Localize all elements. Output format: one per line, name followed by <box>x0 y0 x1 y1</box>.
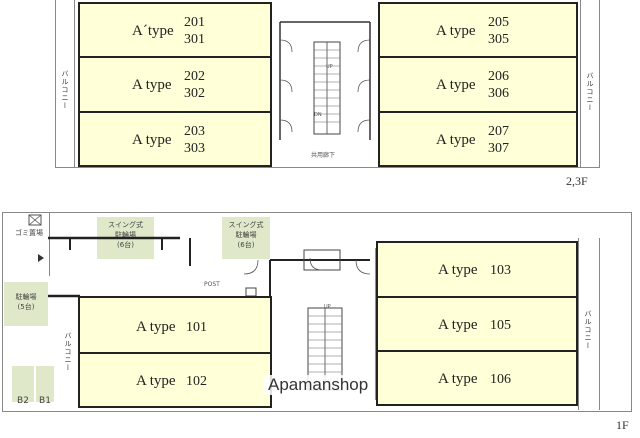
unit-206-306[interactable]: A type 206 306 <box>378 56 578 113</box>
unit-201-301[interactable]: A´type 201 301 <box>78 2 272 58</box>
bike-parking-2 <box>222 217 270 259</box>
unit-type: A type <box>438 371 478 387</box>
unit-205-305[interactable]: A type 205 305 <box>378 2 578 58</box>
upper-stair-core <box>279 21 371 140</box>
lower-balcony-right-strip <box>578 238 600 410</box>
unit-type: A type <box>436 77 476 93</box>
unit-203-303[interactable]: A type 203 303 <box>78 111 272 167</box>
lower-stair-up-label: UP <box>324 304 331 310</box>
parking-b1-label: B1 <box>39 396 51 406</box>
room-number: 101 <box>186 320 207 335</box>
lower-floor-label: 1F <box>616 418 629 432</box>
room-numbers: 201 301 <box>184 15 205 47</box>
lower-balcony-right-label: バルコニー <box>584 310 592 350</box>
unit-type: A type <box>136 373 176 389</box>
room-numbers: 206 306 <box>488 69 509 101</box>
room-number: 105 <box>490 318 511 333</box>
unit-type: A type <box>438 262 478 278</box>
unit-101[interactable]: A type 101 <box>78 296 272 354</box>
upper-stair-up-label: UP <box>326 64 333 70</box>
room-numbers: 203 303 <box>184 124 205 156</box>
unit-102[interactable]: A type 102 <box>78 352 272 408</box>
garbage-box-icon <box>28 214 42 226</box>
unit-106[interactable]: A type 106 <box>376 350 578 406</box>
bike-parking-3-label: 駐輪場 (5台) <box>15 293 37 311</box>
upper-balcony-right-strip <box>580 0 600 168</box>
unit-103[interactable]: A type 103 <box>376 241 578 298</box>
unit-type: A´type <box>132 23 174 39</box>
unit-type: A type <box>136 319 176 335</box>
unit-type: A type <box>436 132 476 148</box>
unit-105[interactable]: A type 105 <box>376 296 578 352</box>
room-numbers: 207 307 <box>488 124 509 156</box>
room-number: 102 <box>186 374 207 389</box>
bike-parking-3 <box>4 282 48 326</box>
lower-outline <box>2 212 632 412</box>
unit-type: A type <box>132 132 172 148</box>
post-label: POST <box>204 281 220 288</box>
bike-parking-2-label: スイング式 駐輪場 (6台) <box>228 221 264 249</box>
unit-type: A type <box>132 77 172 93</box>
unit-type: A type <box>438 317 478 333</box>
unit-207-307[interactable]: A type 207 307 <box>378 111 578 167</box>
lower-balcony-left-label: バルコニー <box>64 332 72 372</box>
room-number: 106 <box>490 372 511 387</box>
parking-b2-label: B2 <box>17 396 29 406</box>
upper-floor-label: 2,3F <box>566 174 588 188</box>
upper-outline <box>55 0 600 168</box>
room-numbers: 205 305 <box>488 15 509 47</box>
bike-parking-1-label: スイング式 駐輪場 (6台) <box>108 221 143 249</box>
room-number: 103 <box>490 263 511 278</box>
upper-corridor-label: 共用廊下 <box>311 152 336 159</box>
watermark-logo: Apamanshop <box>264 375 373 395</box>
room-numbers: 202 302 <box>184 69 205 101</box>
upper-balcony-left-label: バルコニー <box>61 70 69 110</box>
garbage-label: ゴミ置場 <box>15 229 43 237</box>
upper-stair-dn-label: DN <box>314 112 322 118</box>
entrance-arrow-icon <box>38 254 44 262</box>
upper-balcony-left-strip <box>55 0 75 168</box>
upper-balcony-right-label: バルコニー <box>586 72 594 112</box>
unit-202-302[interactable]: A type 202 302 <box>78 56 272 113</box>
unit-type: A type <box>436 23 476 39</box>
garbage-area <box>8 212 50 276</box>
